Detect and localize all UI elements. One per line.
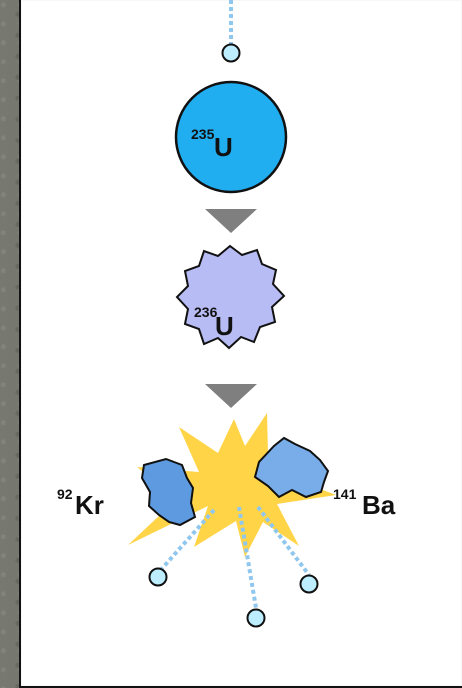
barium-fragment <box>253 436 330 499</box>
fission-burst <box>128 413 336 557</box>
outgoing-neutron-left <box>148 567 168 587</box>
krypton-symbol: Kr <box>75 490 104 520</box>
outgoing-neutron-path-middle <box>237 506 258 609</box>
barium-mass-number: 141 <box>333 486 357 502</box>
uranium-235-nucleus <box>174 80 288 194</box>
barium-symbol: Ba <box>362 490 396 520</box>
outgoing-neutron-path-right <box>256 505 311 577</box>
krypton-mass-number: 92 <box>57 486 73 502</box>
uranium-236-symbol: U <box>215 311 234 341</box>
outgoing-neutron-right <box>299 574 319 594</box>
uranium-235-symbol: U <box>214 132 233 162</box>
transition-arrow-2 <box>205 384 257 408</box>
diagram-panel: 235 U 236 U 92 Kr 141 Ba <box>19 0 462 688</box>
uranium-236-mass-number: 236 <box>194 304 218 320</box>
uranium-235-mass-number: 235 <box>191 126 215 142</box>
krypton-fragment <box>140 457 197 527</box>
fission-diagram: 235 U 236 U 92 Kr 141 Ba <box>57 0 396 628</box>
outgoing-neutron-path-left <box>156 508 216 575</box>
transition-arrow-1 <box>205 209 257 233</box>
outgoing-neutron-middle <box>246 608 266 628</box>
uranium-236-nucleus <box>175 244 286 350</box>
incoming-neutron <box>221 43 241 63</box>
